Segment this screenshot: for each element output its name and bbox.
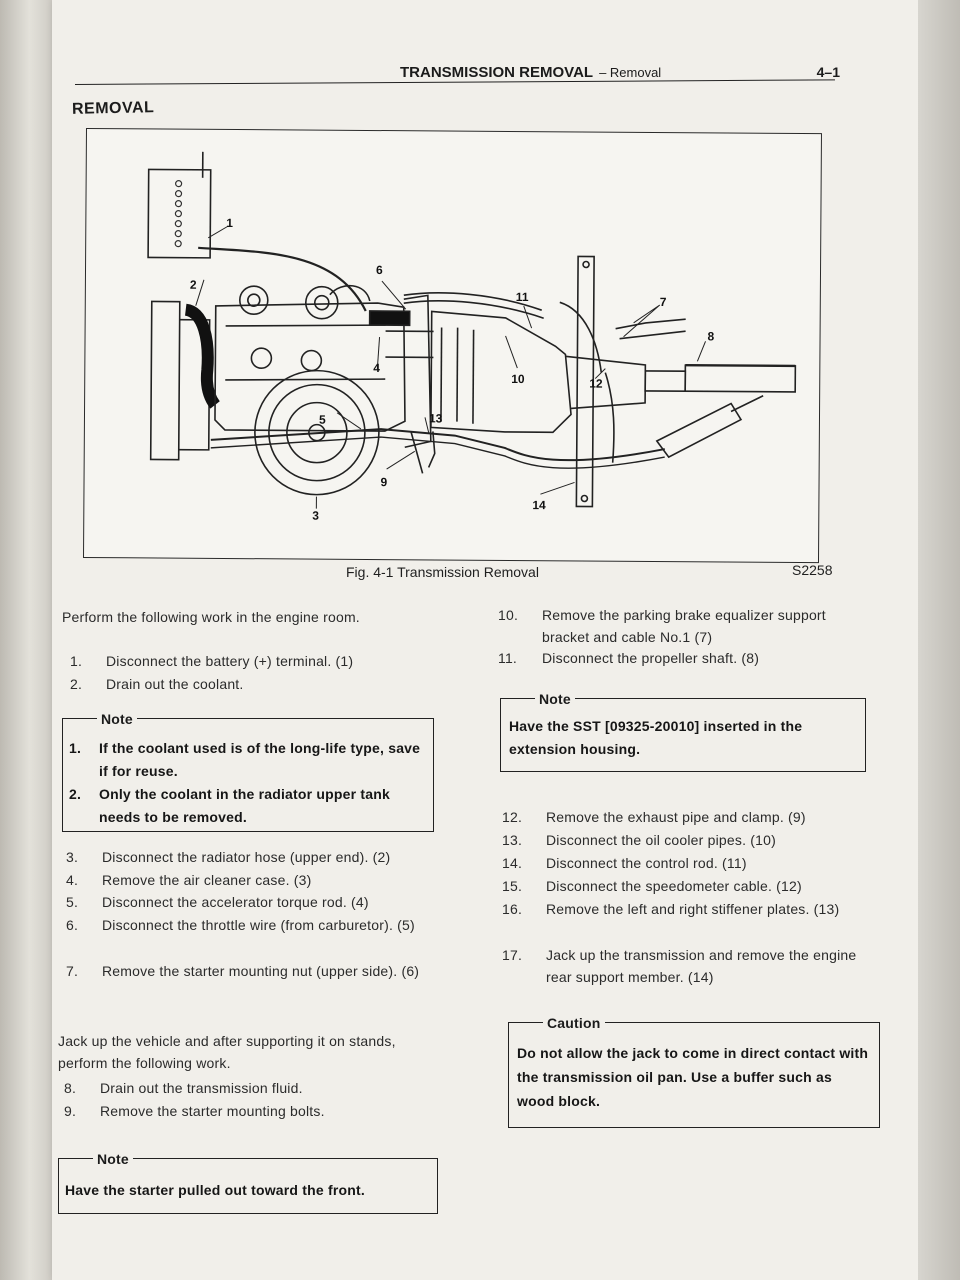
intro-engine-room: Perform the following work in the engine… <box>62 609 360 625</box>
note-text: Have the SST [09325-20010] inserted in t… <box>509 718 803 757</box>
callout-2: 2 <box>189 277 197 292</box>
step-number: 8. <box>64 1080 77 1096</box>
callout-10: 10 <box>511 371 525 387</box>
figure-transmission-removal: 1 2 3 4 5 6 7 8 9 10 11 12 13 14 <box>82 128 822 564</box>
battery-shape <box>147 168 212 259</box>
list-item: 15. Disconnect the speedometer cable. (1… <box>502 875 866 897</box>
step-text: Remove the left and right stiffener plat… <box>546 901 840 917</box>
step-number: 5. <box>66 894 79 910</box>
step-number: 2. <box>70 676 83 692</box>
caution-box: Caution Do not allow the jack to come in… <box>508 1012 880 1128</box>
page-number: 4–1 <box>816 64 840 80</box>
step-number: 6. <box>66 917 79 933</box>
step-number: 15. <box>502 878 523 894</box>
callout-8: 8 <box>707 329 715 344</box>
list-item: 3. Disconnect the radiator hose (upper e… <box>66 846 442 868</box>
step-number: 7. <box>66 963 79 979</box>
step-text: Drain out the transmission fluid. <box>100 1080 303 1096</box>
section-title: REMOVAL <box>71 99 155 118</box>
step-number: 4. <box>66 872 79 888</box>
list-item: 11. Disconnect the propeller shaft. (8) <box>498 647 868 669</box>
caution-text: Do not allow the jack to come in direct … <box>517 1045 869 1109</box>
step-text: Remove the parking brake equalizer suppo… <box>542 607 826 645</box>
callout-11: 11 <box>515 290 529 305</box>
step-number: 17. <box>502 947 523 963</box>
list-item: 8. Drain out the transmission fluid. <box>64 1077 442 1099</box>
step-number: 10. <box>498 607 519 623</box>
note-text: If the coolant used is of the long-life … <box>99 740 421 779</box>
note-number: 2. <box>69 786 82 802</box>
list-item: 14. Disconnect the control rod. (11) <box>502 852 866 874</box>
step-text: Disconnect the propeller shaft. (8) <box>542 650 760 666</box>
header-title: TRANSMISSION REMOVAL <box>400 64 594 81</box>
step-number: 3. <box>66 849 79 865</box>
caution-label: Caution <box>513 1012 605 1034</box>
list-item: 10. Remove the parking brake equalizer s… <box>498 604 868 648</box>
note-text: Only the coolant in the radiator upper t… <box>99 786 390 825</box>
step-text: Disconnect the control rod. (11) <box>546 855 747 871</box>
callout-1: 1 <box>226 215 234 231</box>
step-text: Disconnect the oil cooler pipes. (10) <box>546 832 776 848</box>
callout-3: 3 <box>312 508 320 523</box>
list-item: 5. Disconnect the accelerator torque rod… <box>66 891 442 913</box>
callout-6: 6 <box>375 263 383 278</box>
step-text: Remove the starter mounting nut (upper s… <box>102 963 420 979</box>
page-header: TRANSMISSION REMOVAL – Removal 4–1 <box>400 64 840 81</box>
step-text: Disconnect the accelerator torque rod. (… <box>102 894 369 910</box>
step-text: Disconnect the radiator hose (upper end)… <box>102 849 391 865</box>
note-box-sst: Note Have the SST [09325-20010] inserted… <box>500 688 866 772</box>
callout-12: 12 <box>589 376 603 391</box>
note-text: Have the starter pulled out toward the f… <box>65 1182 365 1198</box>
step-text: Drain out the coolant. <box>106 676 244 692</box>
step-number: 1. <box>70 653 83 669</box>
list-item: 12. Remove the exhaust pipe and clamp. (… <box>502 806 866 828</box>
step-number: 11. <box>498 650 518 666</box>
list-item: 9. Remove the starter mounting bolts. <box>64 1100 442 1122</box>
list-item: 4. Remove the air cleaner case. (3) <box>66 869 442 891</box>
list-item: 13. Disconnect the oil cooler pipes. (10… <box>502 829 866 851</box>
callout-7: 7 <box>659 295 667 310</box>
step-text: Disconnect the throttle wire (from carbu… <box>102 917 415 933</box>
callout-4: 4 <box>373 361 381 376</box>
callout-9: 9 <box>380 475 388 490</box>
note-label: Note <box>63 1148 133 1170</box>
page-edge <box>918 0 960 1280</box>
list-item: 1. Disconnect the battery (+) terminal. … <box>70 650 440 672</box>
note-item: 2. Only the coolant in the radiator uppe… <box>69 783 425 829</box>
list-item: 6. Disconnect the throttle wire (from ca… <box>66 914 442 936</box>
callout-5: 5 <box>318 412 326 427</box>
list-item: 17. Jack up the transmission and remove … <box>502 944 866 988</box>
note-item: 1. If the coolant used is of the long-li… <box>69 737 425 783</box>
header-subtitle: – Removal <box>599 65 662 80</box>
list-item: 7. Remove the starter mounting nut (uppe… <box>66 960 442 982</box>
step-number: 16. <box>502 901 523 917</box>
step-text: Remove the exhaust pipe and clamp. (9) <box>546 809 806 825</box>
list-item: 16. Remove the left and right stiffener … <box>502 898 866 920</box>
note-label: Note <box>67 708 137 730</box>
list-item: 2. Drain out the coolant. <box>70 673 440 695</box>
step-text: Remove the starter mounting bolts. <box>100 1103 325 1119</box>
intro-jack-up: Jack up the vehicle and after supporting… <box>58 1033 396 1071</box>
step-text: Disconnect the speedometer cable. (12) <box>546 878 802 894</box>
step-text: Disconnect the battery (+) terminal. (1) <box>106 653 354 669</box>
step-number: 14. <box>502 855 523 871</box>
note-number: 1. <box>69 740 82 756</box>
figure-caption: Fig. 4-1 Transmission Removal <box>346 564 539 580</box>
note-box-coolant: Note 1. If the coolant used is of the lo… <box>62 708 434 832</box>
step-number: 13. <box>502 832 523 848</box>
figure-code: S2258 <box>792 562 833 578</box>
step-number: 12. <box>502 809 523 825</box>
step-text: Remove the air cleaner case. (3) <box>102 872 312 888</box>
note-label: Note <box>505 688 575 710</box>
note-box-starter: Note Have the starter pulled out toward … <box>58 1148 438 1214</box>
book-gutter <box>0 0 54 1280</box>
figure-illustration <box>147 151 797 509</box>
step-number: 9. <box>64 1103 77 1119</box>
step-text: Jack up the transmission and remove the … <box>546 947 857 985</box>
callout-13: 13 <box>428 411 443 426</box>
callout-14: 14 <box>532 498 546 513</box>
